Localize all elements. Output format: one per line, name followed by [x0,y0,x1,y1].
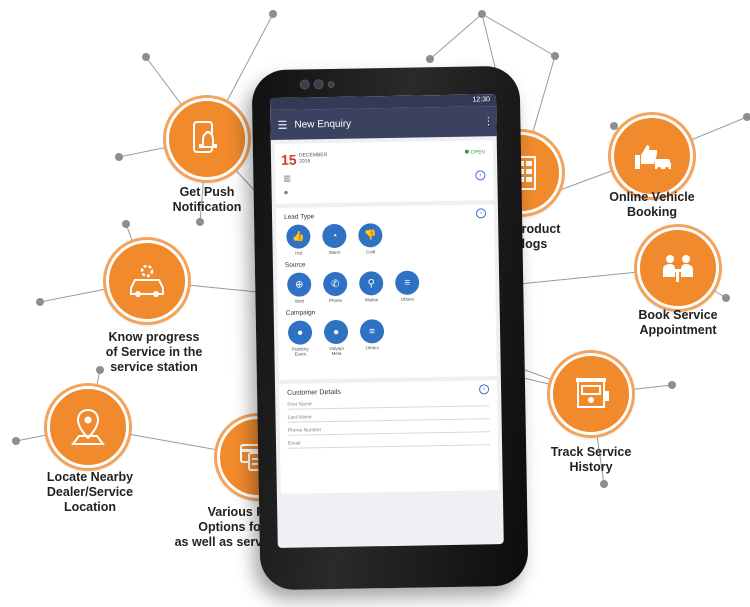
date-year: 2016 [299,158,311,165]
option-label: Vidyapi Mela [328,345,344,357]
option-icon: ⚲ [359,271,384,296]
chevron-right-icon[interactable]: › [475,170,486,181]
connector-dot [722,294,730,302]
option-label: Warm [328,249,341,256]
thumbs-up-car-icon [635,145,671,171]
option-icon: ● [287,320,313,345]
option-icon: ≡ [359,319,385,344]
person-icon: ● [283,187,289,197]
building-icon: ▥ [283,173,292,183]
machine-icon [576,378,609,408]
meeting-icon [663,255,693,282]
book-feature-circle [637,227,719,309]
book-feature-label: Book Service Appointment [638,308,718,337]
status-time: 12:30 [472,96,491,104]
app-bar: ☰ New Enquiry ⋮ [270,106,497,141]
connector-dot [142,53,150,61]
hamburger-menu-icon[interactable]: ☰ [277,119,288,132]
connector-dot [610,122,618,130]
option-item[interactable]: ●Publicity Event [286,320,315,357]
screen-title: New Enquiry [294,118,352,131]
option-item[interactable]: ◔Warm [320,223,349,256]
locate-feature-circle [47,386,129,468]
connector-dot [668,381,676,389]
connector-dot [12,437,20,445]
lead-card: › Lead Type 👍Hot◔Warm👎Cold Source ⊕Web✆P… [275,204,497,380]
connector-dot [600,480,608,488]
option-icon: ≡ [395,270,420,295]
date-day: 15 [280,151,297,168]
option-label: Publicity Event [291,346,309,357]
option-item[interactable]: ⚲Walkin [357,271,386,302]
option-icon: ⊕ [287,272,312,297]
connector-dot [551,52,559,60]
progress-feature-label: Know progress of Service in the service … [105,330,203,374]
online-feature-label: Online Vehicle Booking [609,190,695,219]
online-feature-circle [611,115,693,197]
option-item[interactable]: 👍Hot [284,224,313,256]
connector-dot [426,55,434,63]
connector-dot [96,366,104,374]
push-feature-label: Get Push Notification [172,185,242,214]
overflow-menu-icon[interactable]: ⋮ [483,115,494,127]
connector-dot [196,218,204,226]
push-feature-circle [166,98,248,180]
option-icon: ● [323,319,349,345]
option-label: Walkin [364,297,379,303]
connector-dot [478,10,486,18]
history-feature-circle [550,353,632,435]
connector-line [481,13,556,57]
sensor-icon [327,80,335,89]
option-label: Phone [328,297,343,304]
option-label: Others [365,345,380,351]
locate-feature-label: Locate Nearby Dealer/Service Location [46,470,134,514]
map-pin-icon [71,408,105,445]
history-feature-label: Track Service History [550,445,632,474]
option-item[interactable]: ≡Others [358,319,387,355]
option-icon: 👎 [358,223,383,248]
option-icon: ◔ [322,223,347,249]
option-icon: ✆ [323,271,348,297]
status-badge: OPEN [465,149,485,155]
bell-icon [193,121,217,153]
progress-feature-circle [106,240,188,322]
option-label: Hot [295,250,303,256]
option-item[interactable]: 👎Cold [356,223,385,254]
option-label: Web [294,298,305,304]
option-label: Cold [365,249,376,255]
option-item[interactable]: ●Vidyapi Mela [322,319,351,357]
lead-type-row: 👍Hot◔Warm👎Cold [276,217,495,256]
connector-dot [122,220,130,228]
option-item[interactable]: ✆Phone [321,271,350,304]
option-label: Others [400,296,415,302]
campaign-row: ●Publicity Event●Vidyapi Mela≡Others [278,313,497,357]
connector-dot [269,10,277,18]
source-row: ⊕Web✆Phone⚲Walkin≡Others [277,265,496,304]
connector-dot [36,298,44,306]
option-item[interactable]: ⊕Web [285,272,314,304]
connector-dot [743,113,750,121]
chevron-right-icon[interactable]: › [475,208,487,219]
connector-dot [115,153,123,161]
camera-icon [313,79,324,90]
connector-line [429,13,483,60]
option-item[interactable]: ≡Others [393,270,422,302]
car-gear-icon [130,264,164,297]
option-icon: 👍 [286,224,311,249]
